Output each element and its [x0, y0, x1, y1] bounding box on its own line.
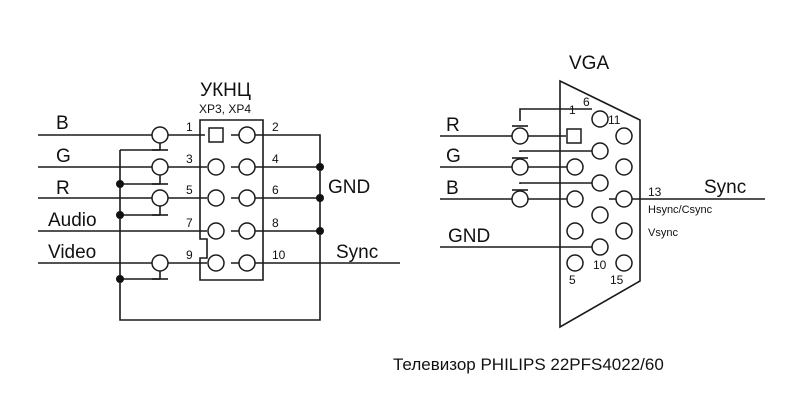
pin-number: 7 — [186, 216, 193, 230]
junction — [116, 180, 124, 188]
pin-10 — [238, 254, 256, 272]
pin-4 — [238, 158, 256, 176]
uknc-connector: УКНЦ XP3, XP4 — [38, 80, 400, 321]
vga-signal-label-r: R — [446, 115, 460, 136]
vga-signal-label-g: G — [446, 146, 461, 167]
pin-number: 10 — [272, 248, 286, 262]
vga-coax-b — [511, 189, 529, 208]
signal-label-r: R — [56, 178, 70, 199]
coax-r — [151, 189, 169, 216]
vga-gnd-label: GND — [448, 226, 490, 247]
pin-number: 6 — [272, 183, 279, 197]
vga-pin-7 — [591, 142, 609, 160]
vga-pin-5 — [566, 254, 584, 272]
sync-label: Sync — [336, 242, 378, 263]
vga-pin-3 — [566, 190, 584, 208]
pin-6 — [238, 189, 256, 207]
vga-pin-6 — [591, 110, 609, 128]
signal-label-video: Video — [48, 242, 96, 263]
pin-9 — [207, 254, 225, 272]
vga-signal-label-b: B — [446, 178, 459, 199]
vga-shield-b — [519, 182, 592, 184]
pin-3 — [207, 158, 225, 176]
junction — [116, 211, 124, 219]
vga-pin-11 — [615, 127, 633, 145]
pin-8 — [238, 222, 256, 240]
junction — [316, 163, 324, 171]
vga-shield-g — [519, 150, 592, 152]
pin-number: 5 — [186, 183, 193, 197]
pin-number: 3 — [186, 152, 193, 166]
uknc-title: УКНЦ — [200, 80, 251, 101]
uknc-body — [199, 119, 264, 281]
vga-coax-g — [511, 157, 529, 176]
pin-number: 2 — [272, 120, 279, 134]
vga-pin-number: 10 — [593, 258, 607, 272]
vga-pin-number: 5 — [569, 273, 576, 287]
pin-number: 9 — [186, 248, 193, 262]
hsync-label: Hsync/Csync — [648, 204, 713, 216]
vga-connector: VGA — [440, 53, 765, 329]
pin-2 — [238, 126, 256, 144]
coax-video — [151, 254, 169, 280]
vga-pin-number: 6 — [583, 95, 590, 109]
vga-pin-number: 11 — [608, 113, 621, 127]
caption: Телевизор PHILIPS 22PFS4022/60 — [393, 355, 664, 374]
pin-7 — [207, 222, 225, 240]
coax-g — [151, 158, 169, 185]
vga-pin-10 — [591, 238, 609, 256]
vga-shield-r — [519, 108, 592, 121]
pin-1 — [208, 127, 224, 143]
vga-pin-number: 1 — [569, 103, 576, 117]
vga-coax-r — [511, 125, 529, 145]
junction — [116, 275, 124, 283]
vga-pin-9 — [591, 206, 609, 224]
pin-number: 4 — [272, 152, 279, 166]
signal-label-audio: Audio — [48, 210, 97, 231]
junction — [316, 194, 324, 202]
pin-number: 1 — [186, 120, 193, 134]
gnd-label: GND — [328, 177, 370, 198]
vga-pin-14 — [615, 222, 633, 240]
vga-pin-4 — [566, 222, 584, 240]
vsync-label: Vsync — [648, 227, 678, 239]
vga-title: VGA — [569, 53, 609, 74]
vga-pin-8 — [591, 174, 609, 192]
ground-bus — [119, 134, 321, 321]
vga-pin-12 — [615, 158, 633, 176]
vga-pin-15 — [615, 254, 633, 272]
vga-pin-1 — [566, 128, 582, 144]
pin-5 — [207, 189, 225, 207]
signal-label-g: G — [56, 146, 71, 167]
uknc-subtitle: XP3, XP4 — [199, 102, 251, 116]
signal-label-b: B — [56, 113, 69, 134]
coax-b — [151, 126, 169, 151]
vga-pin-13 — [615, 190, 633, 208]
junction — [316, 227, 324, 235]
vga-pin-number: 15 — [610, 273, 624, 287]
vga-sync-label: Sync — [704, 177, 746, 198]
vga-body — [559, 79, 641, 329]
vga-pin-number: 13 — [648, 185, 662, 199]
vga-pin-2 — [566, 158, 584, 176]
pin-number: 8 — [272, 216, 279, 230]
